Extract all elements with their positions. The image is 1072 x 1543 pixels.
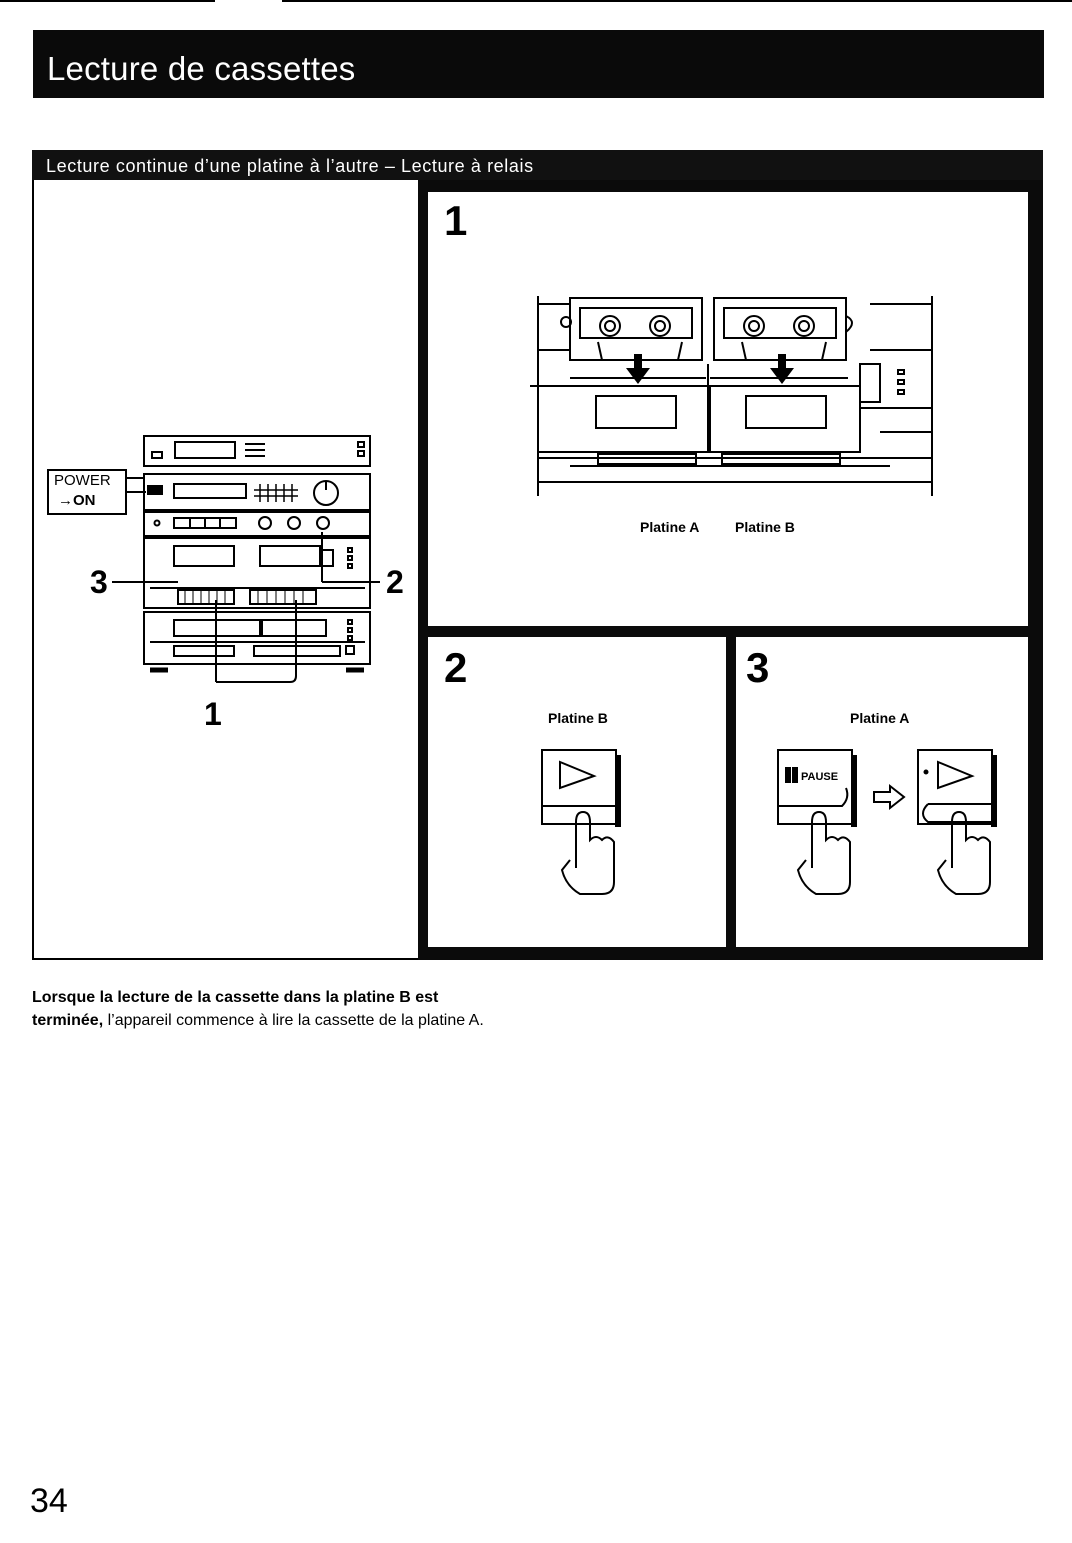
deck-a-label: Platine A [640,519,699,535]
caption-rest: l’appareil commence à lire la cassette d… [103,1012,484,1029]
page-header: Lecture de cassettes [33,30,1044,98]
power-label: POWER [54,472,111,489]
step-3-number: 3 [746,647,769,689]
step-3-deck-label: Platine A [850,710,909,726]
top-rule-left [0,0,215,2]
relay-caption: Lorsque la lecture de la cassette dans l… [32,986,502,1032]
callout-2: 2 [386,566,404,598]
step-2-deck-label: Platine B [548,710,608,726]
deck-b-label: Platine B [735,519,795,535]
callout-3: 3 [90,566,108,598]
section-title: Lecture continue d’une platine à l’autre… [46,156,534,177]
step-2-number: 2 [444,647,467,689]
page-number: 34 [30,1482,68,1521]
pause-label: PAUSE [801,771,838,783]
play-button-press-illustration [540,748,630,898]
cassette-insertion-illustration [530,292,940,502]
page-title: Lecture de cassettes [47,52,356,85]
callout-1: 1 [204,698,222,730]
section-heading-band: Lecture continue d’une platine à l’autre… [32,150,1043,180]
power-on-label: →ON [58,492,96,509]
play-button-press-illustration-2 [916,748,1006,898]
arrow-right-icon [872,784,906,810]
top-rule-right [282,0,1072,2]
step-1-number: 1 [444,200,467,242]
